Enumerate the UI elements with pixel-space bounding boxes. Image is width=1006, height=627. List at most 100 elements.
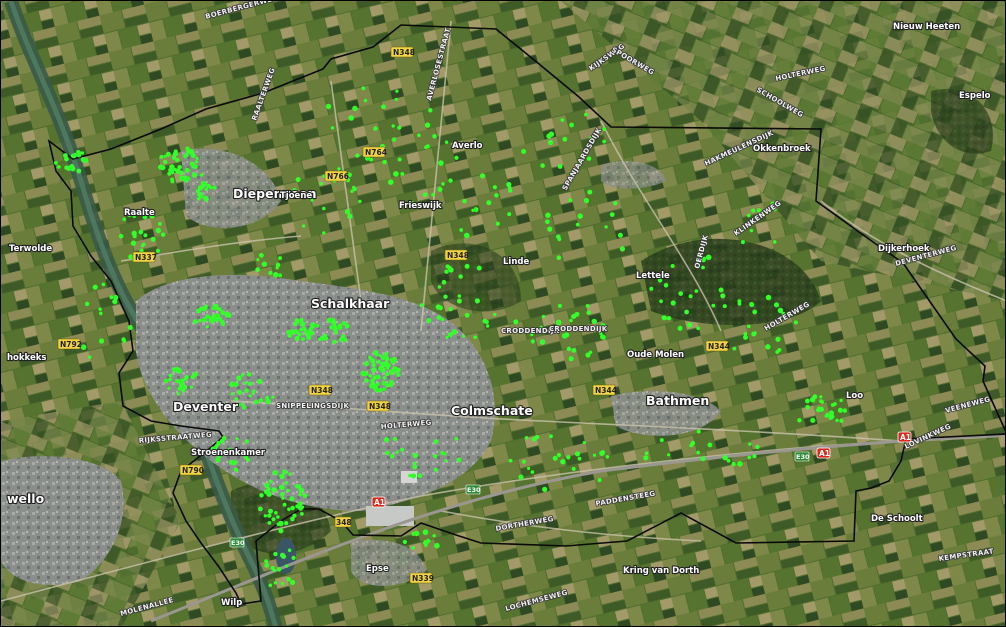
observation-dot[interactable]	[726, 458, 731, 463]
observation-dot[interactable]	[508, 188, 513, 193]
observation-dot[interactable]	[400, 447, 405, 452]
observation-dot[interactable]	[412, 452, 418, 459]
observation-dot[interactable]	[773, 207, 777, 212]
observation-dot[interactable]	[278, 273, 283, 278]
observation-dot[interactable]	[414, 530, 420, 537]
observation-dot[interactable]	[237, 389, 243, 395]
observation-dot[interactable]	[737, 299, 742, 304]
observation-dot[interactable]	[293, 329, 299, 334]
observation-dot[interactable]	[546, 133, 552, 139]
observation-dot[interactable]	[272, 470, 278, 476]
observation-dot[interactable]	[435, 304, 442, 310]
observation-dot[interactable]	[216, 317, 220, 321]
observation-dot[interactable]	[749, 228, 754, 233]
observation-dot[interactable]	[155, 248, 160, 253]
observation-dot[interactable]	[534, 434, 540, 440]
observation-dot[interactable]	[506, 181, 512, 188]
observation-dot[interactable]	[252, 389, 256, 393]
observation-dot[interactable]	[562, 136, 568, 142]
observation-dot[interactable]	[391, 124, 395, 128]
observation-dot[interactable]	[302, 224, 306, 228]
observation-dot[interactable]	[284, 564, 289, 568]
observation-dot[interactable]	[289, 329, 295, 335]
observation-dot[interactable]	[381, 355, 386, 360]
observation-dot[interactable]	[259, 493, 264, 498]
observation-dot[interactable]	[391, 356, 397, 362]
observation-dot[interactable]	[589, 136, 594, 141]
observation-dot[interactable]	[751, 208, 756, 213]
observation-dot[interactable]	[485, 324, 490, 328]
observation-dot[interactable]	[220, 310, 226, 315]
observation-dot[interactable]	[456, 457, 462, 463]
observation-dot[interactable]	[805, 398, 810, 404]
observation-dot[interactable]	[753, 331, 757, 335]
observation-dot[interactable]	[583, 198, 590, 204]
observation-dot[interactable]	[591, 318, 597, 325]
observation-dot[interactable]	[275, 266, 279, 270]
observation-dot[interactable]	[276, 515, 280, 519]
observation-dot[interactable]	[271, 395, 275, 399]
observation-dot[interactable]	[232, 460, 238, 466]
observation-dot[interactable]	[437, 186, 443, 192]
observation-dot[interactable]	[696, 326, 700, 331]
observation-dot[interactable]	[567, 326, 573, 332]
observation-dot[interactable]	[433, 454, 438, 459]
observation-dot[interactable]	[586, 156, 592, 161]
observation-dot[interactable]	[388, 369, 394, 374]
observation-dot[interactable]	[343, 338, 348, 342]
observation-dot[interactable]	[772, 240, 777, 244]
observation-dot[interactable]	[258, 506, 263, 512]
observation-dot[interactable]	[284, 521, 289, 526]
observation-dot[interactable]	[508, 458, 513, 463]
observation-dot[interactable]	[376, 359, 381, 364]
observation-dot[interactable]	[310, 198, 314, 202]
observation-dot[interactable]	[382, 376, 387, 380]
observation-dot[interactable]	[300, 505, 305, 509]
observation-dot[interactable]	[426, 538, 431, 544]
observation-dot[interactable]	[400, 172, 405, 176]
observation-dot[interactable]	[443, 294, 448, 299]
observation-dot[interactable]	[341, 320, 347, 326]
observation-dot[interactable]	[195, 308, 201, 314]
observation-dot[interactable]	[191, 172, 198, 178]
observation-dot[interactable]	[212, 185, 217, 190]
observation-dot[interactable]	[748, 442, 752, 446]
observation-dot[interactable]	[482, 318, 488, 324]
observation-dot[interactable]	[617, 232, 623, 238]
observation-dot[interactable]	[263, 514, 267, 518]
observation-dot[interactable]	[657, 277, 663, 283]
observation-dot[interactable]	[53, 160, 58, 165]
observation-dot[interactable]	[571, 348, 577, 353]
observation-dot[interactable]	[183, 377, 188, 381]
observation-dot[interactable]	[341, 334, 346, 339]
observation-dot[interactable]	[92, 284, 98, 290]
observation-dot[interactable]	[101, 282, 106, 287]
observation-dot[interactable]	[170, 170, 175, 175]
observation-dot[interactable]	[308, 327, 313, 332]
observation-dot[interactable]	[267, 513, 272, 518]
observation-dot[interactable]	[575, 312, 580, 316]
observation-dot[interactable]	[459, 228, 464, 232]
observation-dot[interactable]	[212, 303, 219, 309]
observation-dot[interactable]	[687, 322, 693, 328]
observation-dot[interactable]	[279, 484, 285, 491]
observation-dot[interactable]	[428, 108, 433, 113]
observation-dot[interactable]	[332, 339, 337, 345]
observation-dot[interactable]	[417, 473, 423, 479]
observation-dot[interactable]	[363, 98, 368, 103]
observation-dot[interactable]	[577, 456, 582, 461]
observation-dot[interactable]	[175, 168, 181, 174]
observation-dot[interactable]	[84, 301, 90, 307]
observation-dot[interactable]	[820, 400, 824, 404]
observation-dot[interactable]	[181, 388, 186, 393]
observation-dot[interactable]	[179, 378, 184, 384]
observation-dot[interactable]	[663, 283, 669, 288]
observation-dot[interactable]	[221, 436, 227, 441]
observation-dot[interactable]	[163, 378, 169, 384]
observation-dot[interactable]	[432, 134, 437, 139]
observation-dot[interactable]	[318, 337, 322, 342]
observation-dot[interactable]	[555, 319, 562, 326]
observation-dot[interactable]	[173, 149, 178, 154]
observation-dot[interactable]	[310, 322, 316, 328]
observation-dot[interactable]	[547, 139, 554, 146]
